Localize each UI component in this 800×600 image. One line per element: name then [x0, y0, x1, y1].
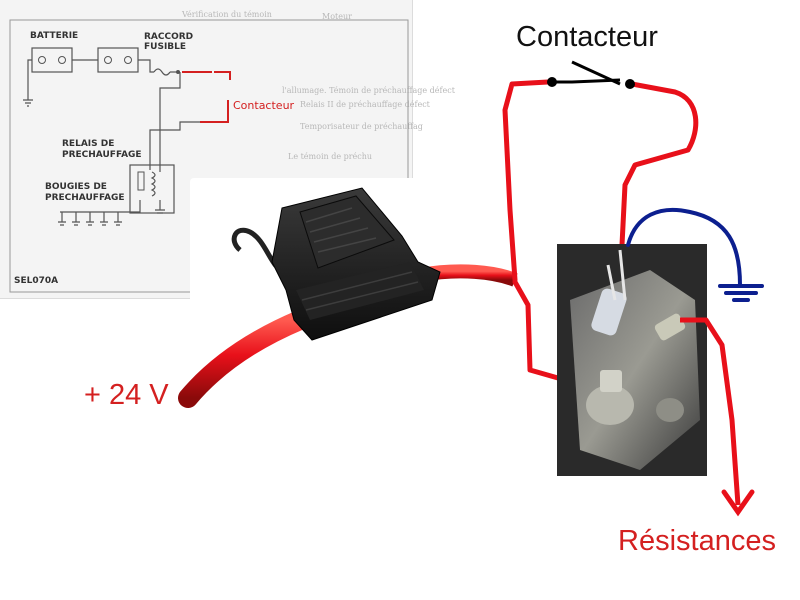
relay-label-line1: RELAIS DE	[62, 139, 115, 149]
background-text-5: Moteur	[322, 12, 352, 21]
resistances-label: Résistances	[618, 525, 776, 557]
schematic-drawing	[9, 19, 409, 293]
relay-label-line2: PRECHAUFFAGE	[62, 150, 142, 160]
output-wire	[680, 317, 741, 506]
battery-terminal	[38, 56, 46, 64]
relay-ground-wire	[155, 200, 165, 214]
switch-contact-right	[625, 79, 635, 89]
background-text-3: Temporisateur de préchauffag	[300, 122, 423, 131]
relay-feed-wire-2	[149, 121, 200, 170]
background-text-4: Le témoin de préchu	[288, 152, 373, 161]
switch-red-wire	[182, 71, 231, 123]
ground-symbol-photo	[718, 284, 764, 302]
fuse-label-line2: FUSIBLE	[144, 42, 187, 52]
relay-coil	[150, 171, 156, 197]
plugs-label-line2: PRECHAUFFAGE	[45, 193, 125, 203]
plugs-label-line1: BOUGIES DE	[45, 182, 107, 192]
background-text-1: l'allumage. Témoin de préchauffage défec…	[282, 86, 455, 95]
feed-wire-up	[502, 79, 551, 283]
glow-plugs	[58, 212, 122, 226]
fuse-holder	[231, 187, 441, 341]
relay-contact	[137, 171, 145, 191]
schematic-switch-label: Contacteur	[233, 99, 295, 112]
switch-label: Contacteur	[516, 21, 658, 53]
battery-to-fuse-wire	[138, 59, 154, 73]
battery-label: BATTERIE	[30, 31, 79, 41]
switch-lever	[554, 78, 621, 84]
background-text-2: Relais II de préchauffage défect	[300, 100, 430, 109]
switch-blade	[571, 60, 621, 86]
fuse-label-line1: RACCORD	[144, 32, 194, 42]
relay-box	[129, 164, 175, 214]
ground-symbol	[23, 99, 33, 107]
supply-cable	[178, 310, 310, 408]
battery-terminal	[58, 56, 66, 64]
supply-voltage-label: + 24 V	[84, 379, 169, 411]
switch-out-wire	[619, 81, 699, 248]
battery-ground-wire	[27, 59, 32, 100]
fuse-symbol	[153, 68, 171, 76]
ground-wire	[626, 207, 742, 287]
relay-to-plugs-wire	[60, 200, 141, 213]
background-text-6: Vérification du témoin	[182, 10, 272, 19]
battery-terminal	[104, 56, 112, 64]
output-arrow	[721, 489, 755, 517]
battery-terminal	[124, 56, 132, 64]
switch-contact-left	[547, 77, 557, 87]
reference-code: SEL070A	[14, 276, 59, 286]
